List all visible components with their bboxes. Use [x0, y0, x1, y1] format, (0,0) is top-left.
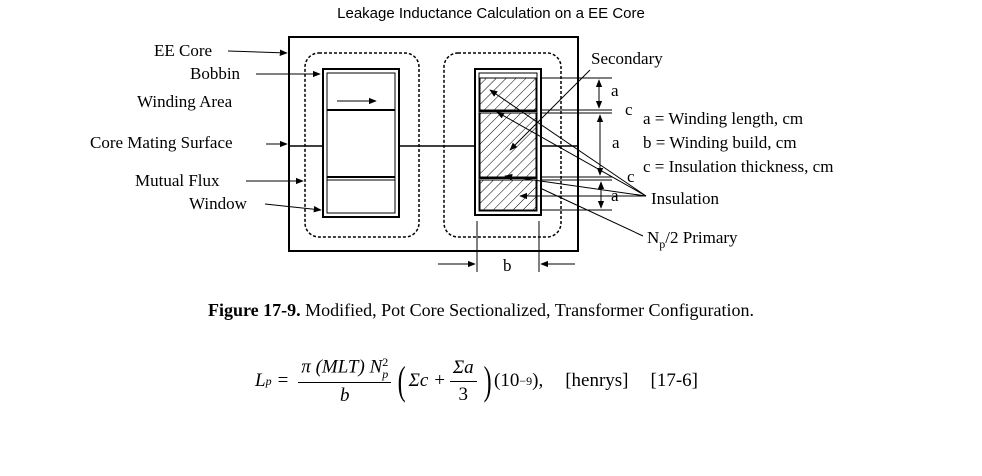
dim-b: b	[503, 256, 512, 275]
primary-winding-bottom	[479, 179, 537, 211]
page-title: Leakage Inductance Calculation on a EE C…	[337, 5, 645, 22]
mutual-flux-path-right	[443, 52, 562, 238]
label-primary: Np/2 Primary	[647, 228, 738, 251]
dim-c-top: c	[625, 100, 633, 119]
primary-winding-top	[479, 77, 537, 111]
label-insulation: Insulation	[651, 189, 719, 208]
label-bobbin: Bobbin	[190, 64, 241, 83]
dim-a-bottom: a	[611, 186, 619, 205]
formula-ten: (10	[494, 370, 520, 391]
formula-equals: =	[277, 370, 289, 391]
ee-core-outline	[288, 36, 579, 252]
formula-n-sub: p	[382, 366, 389, 381]
dim-a-middle: a	[612, 133, 620, 152]
formula-lhs: L	[255, 370, 266, 391]
legend-a: a = Winding length, cm	[643, 109, 803, 128]
formula-sigma-a-fraction: Σa 3	[449, 357, 477, 406]
label-ee-core: EE Core	[154, 41, 212, 60]
formula-lhs-sub: p	[265, 373, 272, 388]
formula-exponent: −9	[519, 373, 533, 388]
dim-a-top: a	[611, 81, 619, 100]
formula-sigma-c: Σc +	[408, 370, 446, 391]
dimension-lines	[438, 77, 612, 272]
legend-b: b = Winding build, cm	[643, 133, 797, 152]
formula-denominator: b	[340, 384, 350, 406]
label-core-mating-surface: Core Mating Surface	[90, 133, 233, 152]
formula-equation-number: [17-6]	[650, 370, 698, 391]
left-bobbin	[322, 68, 400, 218]
mutual-flux-path-left	[304, 52, 420, 238]
formula-mlt: (MLT)	[315, 355, 365, 377]
figure-caption-text: Modified, Pot Core Sectionalized, Transf…	[300, 300, 755, 320]
label-winding-area: Winding Area	[137, 92, 233, 111]
label-secondary: Secondary	[591, 49, 663, 68]
formula-n-sup: 2	[382, 354, 389, 369]
figure-caption: Figure 17-9. Modified, Pot Core Sectiona…	[0, 300, 962, 321]
secondary-winding	[479, 112, 537, 178]
formula-units: [henrys]	[565, 370, 629, 391]
legend-c: c = Insulation thickness, cm	[643, 157, 833, 176]
right-bobbin	[474, 68, 542, 216]
formula-pi: π	[301, 355, 311, 377]
formula-n: N	[369, 355, 383, 377]
dim-c-bottom: c	[627, 167, 635, 186]
label-mutual-flux: Mutual Flux	[135, 171, 220, 190]
label-window: Window	[189, 194, 248, 213]
figure-number: Figure 17-9.	[207, 300, 301, 320]
